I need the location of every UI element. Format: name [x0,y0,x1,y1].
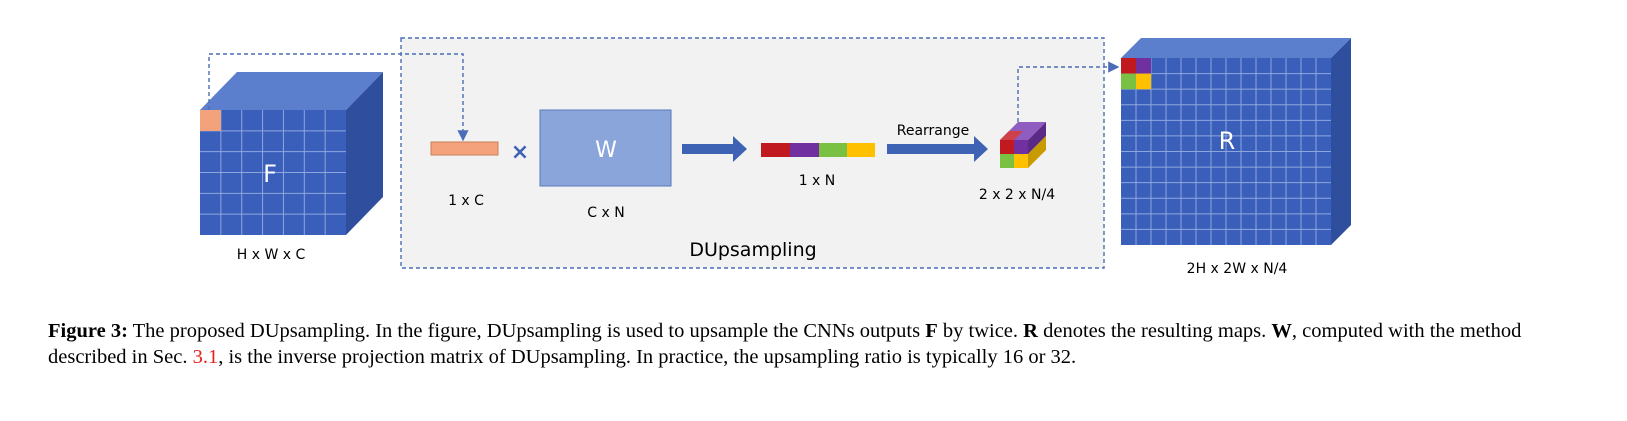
caption-text-3: denotes the resulting maps. [1037,320,1272,342]
caption-text-1: The proposed DUpsampling. In the figure,… [127,320,926,342]
caption-symbol-f: F [925,320,938,342]
output-tensor-cube: R [1121,38,1351,245]
output-cube-grid [1121,58,1331,245]
caption-label: Figure 3: [48,320,128,342]
projection-matrix [539,109,672,187]
output-vector-seg-green [819,143,847,157]
projection-matrix-letter: W [595,138,617,163]
input-cube-grid [200,110,346,235]
figure-caption: Figure 3: The proposed DUpsampling. In t… [48,318,1588,370]
multiply-symbol: × [511,140,529,165]
input-tensor-cube: F [200,72,383,235]
small-cube-cell-yellow [1014,154,1028,168]
input-tensor-letter: F [263,160,277,188]
cube-to-output-connector [1017,61,1120,122]
feature-vector [430,141,499,156]
small-rearranged-cube [1000,122,1046,168]
dupsampling-figure: DUpsampling F H x W x C 1 x C × W C x N … [200,37,1351,277]
small-cube-dims: 2 x 2 x N/4 [979,187,1055,203]
dupsampling-label: DUpsampling [689,239,816,261]
rearrange-label: Rearrange [897,123,970,139]
output-vector-dims: 1 x N [799,173,836,189]
small-cube-top-red [1000,131,1023,140]
projection-matrix-dims: C x N [587,205,624,221]
input-cube-top [200,72,383,110]
section-reference-link[interactable]: 3.1 [192,346,219,368]
output-vector-seg-yellow [847,143,875,157]
caption-text-4: , computed with the method described in … [48,320,1522,368]
input-pixel-highlight [200,110,221,131]
output-pixel-yellow [1136,73,1151,90]
output-vector-seg-purple [790,143,819,157]
dupsampling-module-box [400,37,1105,269]
output-vector [761,143,875,157]
small-cube-cell-green [1000,154,1014,168]
input-tensor-dims: H x W x C [237,247,306,263]
output-cube-top [1121,38,1351,58]
rearrange-arrow [887,136,988,162]
output-pixel-purple [1136,58,1151,74]
small-cube-side-bottom [1028,136,1046,168]
small-cube-cell-red [1000,140,1014,154]
caption-text-5: , is the inverse projection matrix of DU… [218,346,1077,368]
caption-text-2: by twice. [937,320,1024,342]
output-vector-seg-red [761,143,790,157]
small-cube-side-top [1028,122,1046,154]
feature-vector-dims: 1 x C [448,193,484,209]
output-pixel-green [1121,73,1136,90]
input-cube-side [346,72,383,235]
output-tensor-dims: 2H x 2W x N/4 [1187,261,1288,277]
output-pixel-red [1121,58,1136,74]
caption-symbol-r: R [1023,320,1038,342]
output-cube-side [1331,38,1351,245]
arrow-matmul-output [682,136,747,162]
small-cube-cell-purple [1014,140,1028,154]
pixel-to-vector-connector [208,53,469,142]
caption-symbol-w: W [1271,320,1292,342]
output-tensor-letter: R [1219,127,1236,155]
